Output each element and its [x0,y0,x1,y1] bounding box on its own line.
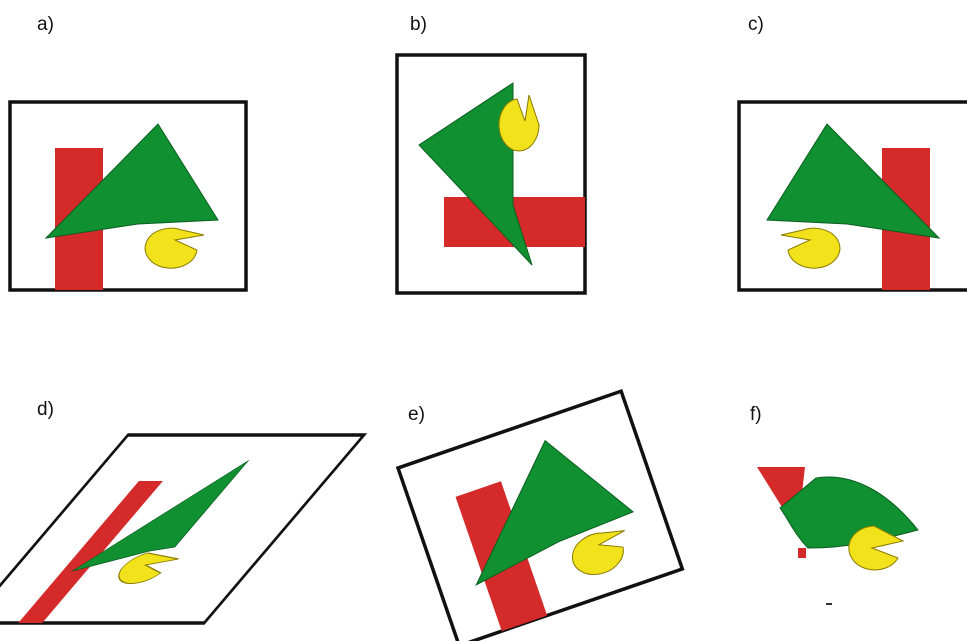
panel-e: e) [396,389,685,641]
panel-d: d) [0,399,368,625]
panel-f-diagram [757,467,919,605]
panel-b: b) [395,14,587,295]
panel-c-label: c) [748,14,764,35]
panel-a-label: a) [37,14,54,35]
panel-e-diagram [396,389,685,641]
panel-e-label: e) [408,404,425,425]
panel-d-label: d) [37,399,54,420]
panel-c: c) [737,14,967,292]
panel-b-diagram [395,53,587,295]
panel-a: a) [8,14,248,292]
panel-c-diagram [737,100,967,292]
panel-d-diagram [0,433,368,625]
panel-a-diagram [8,100,248,292]
panel-b-label: b) [410,14,427,35]
panel-f-label: f) [750,404,762,425]
panel-f: f) [750,404,919,605]
